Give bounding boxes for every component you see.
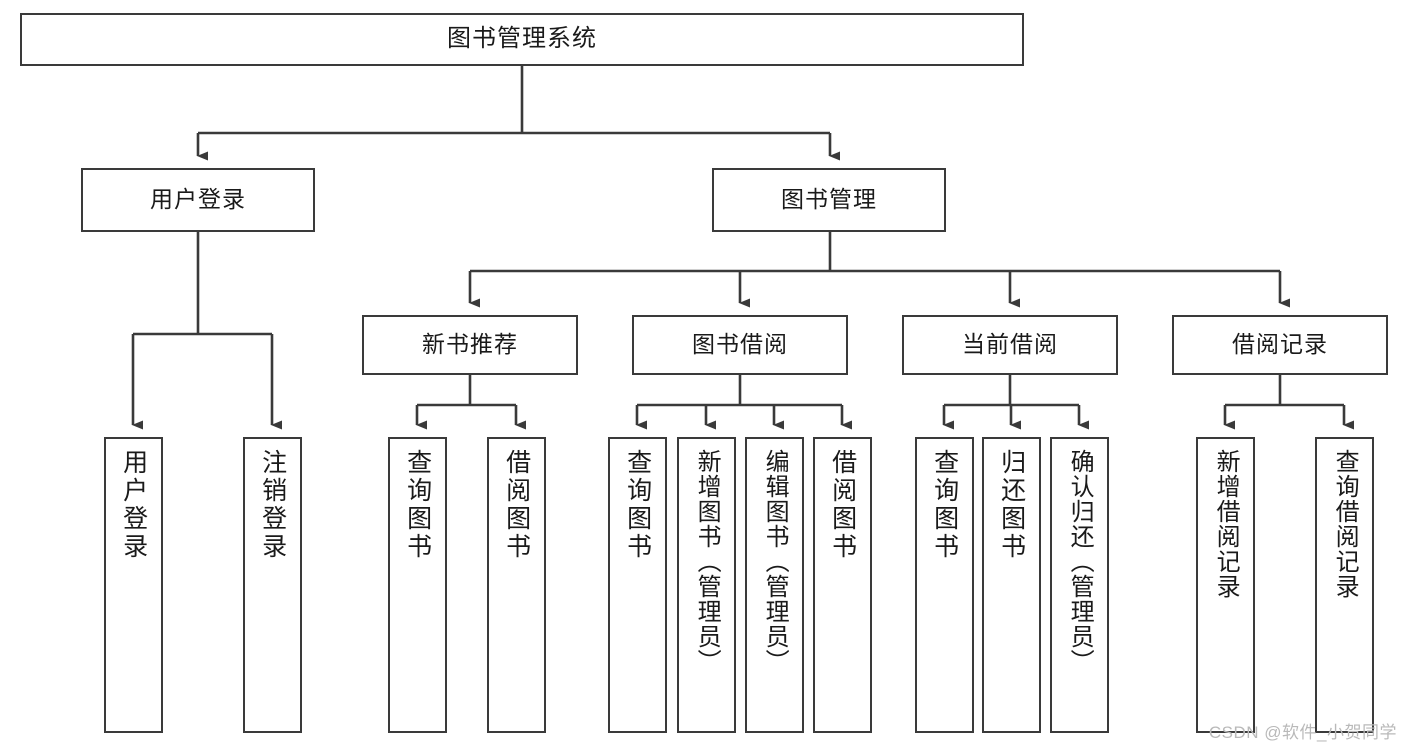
node-leaf-confirm-return-admin[interactable]: 确认归还（管理员） — [1050, 437, 1109, 733]
node-borrow-record[interactable]: 借阅记录 — [1172, 315, 1388, 375]
node-label: 新增借阅记录 — [1212, 449, 1240, 599]
node-label: 确认归还（管理员） — [1066, 449, 1094, 674]
node-leaf-query-borrow-record[interactable]: 查询借阅记录 — [1315, 437, 1374, 733]
node-current-borrow[interactable]: 当前借阅 — [902, 315, 1118, 375]
node-leaf-add-book-admin[interactable]: 新增图书（管理员） — [677, 437, 736, 733]
node-label: 借阅图书 — [502, 449, 531, 561]
node-label: 借阅记录 — [1232, 331, 1328, 358]
node-book-management-system[interactable]: 图书管理系统 — [20, 13, 1024, 66]
node-label: 图书管理系统 — [447, 25, 597, 53]
node-leaf-query-book-recommend[interactable]: 查询图书 — [388, 437, 447, 733]
node-label: 新增图书（管理员） — [693, 449, 721, 674]
node-leaf-logout[interactable]: 注销登录 — [243, 437, 302, 733]
node-leaf-edit-book-admin[interactable]: 编辑图书（管理员） — [745, 437, 804, 733]
node-label: 查询图书 — [403, 449, 432, 561]
node-label: 用户登录 — [119, 449, 148, 561]
node-label: 用户登录 — [150, 186, 246, 213]
node-label: 查询借阅记录 — [1331, 449, 1359, 599]
node-book-borrow[interactable]: 图书借阅 — [632, 315, 848, 375]
node-label: 新书推荐 — [422, 331, 518, 358]
node-leaf-add-borrow-record[interactable]: 新增借阅记录 — [1196, 437, 1255, 733]
node-label: 借阅图书 — [828, 449, 857, 561]
node-leaf-user-login[interactable]: 用户登录 — [104, 437, 163, 733]
node-label: 图书管理 — [781, 186, 877, 213]
node-label: 查询图书 — [623, 449, 652, 561]
node-label: 编辑图书（管理员） — [761, 449, 789, 674]
node-label: 注销登录 — [258, 449, 287, 561]
node-leaf-query-book-borrow[interactable]: 查询图书 — [608, 437, 667, 733]
node-leaf-query-book-current[interactable]: 查询图书 — [915, 437, 974, 733]
node-leaf-borrow-book-recommend[interactable]: 借阅图书 — [487, 437, 546, 733]
node-leaf-return-book[interactable]: 归还图书 — [982, 437, 1041, 733]
node-label: 归还图书 — [997, 449, 1026, 561]
node-label: 当前借阅 — [962, 331, 1058, 358]
node-new-book-recommend[interactable]: 新书推荐 — [362, 315, 578, 375]
csdn-watermark: CSDN @软件_小贺同学 — [1208, 723, 1397, 742]
node-user-login[interactable]: 用户登录 — [81, 168, 315, 232]
node-leaf-borrow-book[interactable]: 借阅图书 — [813, 437, 872, 733]
node-book-management[interactable]: 图书管理 — [712, 168, 946, 232]
node-label: 查询图书 — [930, 449, 959, 561]
node-label: 图书借阅 — [692, 331, 788, 358]
